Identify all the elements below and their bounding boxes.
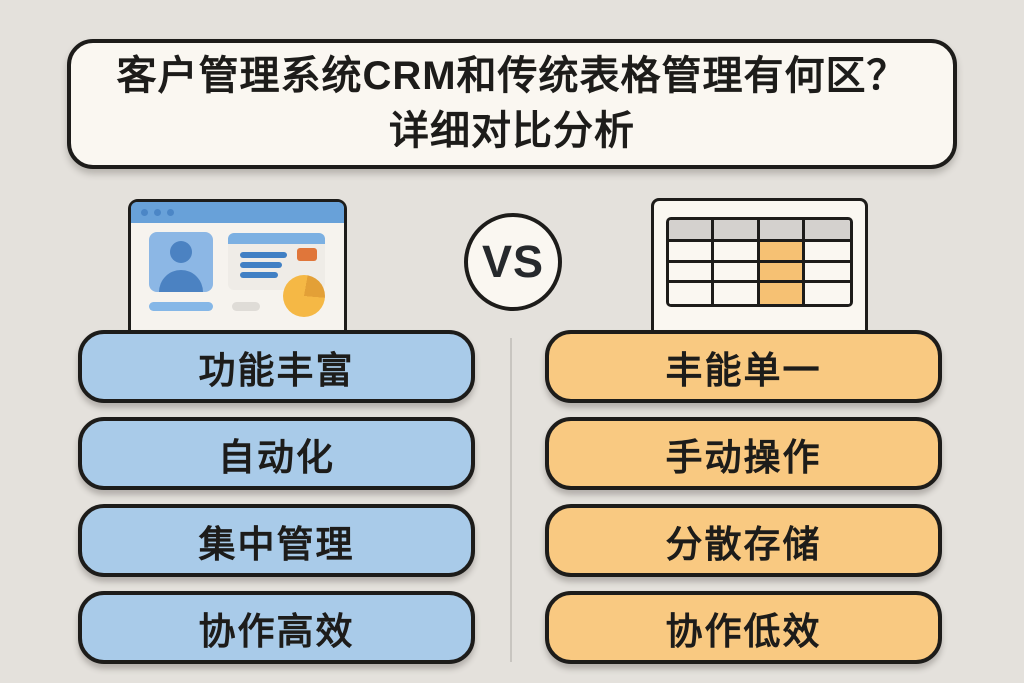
avatar-head-shape	[170, 241, 192, 263]
sheet-cell	[804, 262, 850, 284]
spreadsheet-drawback-pill: 协作低效	[545, 591, 942, 664]
window-dot-icon	[154, 209, 161, 216]
sheet-grid	[666, 217, 853, 307]
crm-benefits-column: 功能丰富 自动化 集中管理 协作高效	[78, 330, 475, 664]
spreadsheet-illustration	[651, 198, 868, 333]
contact-card-header	[228, 233, 325, 244]
column-divider	[510, 338, 512, 662]
vs-label: VS	[481, 236, 545, 287]
sheet-cell	[714, 220, 760, 242]
user-avatar-icon	[149, 232, 213, 292]
text-bar-blue-icon	[149, 302, 213, 311]
spreadsheet-drawback-pill: 手动操作	[545, 417, 942, 490]
spreadsheet-drawback-pill: 丰能单一	[545, 330, 942, 403]
crm-window-body	[131, 223, 344, 330]
sheet-cell	[804, 242, 850, 263]
action-button-icon	[297, 248, 317, 261]
vs-badge: VS	[464, 213, 562, 311]
pie-chart-icon	[283, 275, 325, 317]
list-line-icon	[240, 252, 287, 258]
sheet-cell	[714, 242, 760, 263]
window-dot-icon	[141, 209, 148, 216]
sheet-cell	[669, 283, 715, 304]
sheet-cell	[714, 283, 760, 304]
spreadsheet-drawbacks-column: 丰能单一 手动操作 分散存储 协作低效	[545, 330, 942, 664]
title-line-2: 详细对比分析	[389, 109, 635, 153]
sheet-cell	[759, 220, 805, 242]
title-box: 客户管理系统CRM和传统表格管理有何区？ 详细对比分析	[67, 39, 957, 169]
crm-benefit-pill: 集中管理	[78, 504, 475, 577]
crm-window-illustration	[128, 199, 347, 333]
sheet-cell	[759, 242, 805, 263]
sheet-cell	[714, 262, 760, 284]
text-bar-gray-icon	[232, 302, 260, 311]
sheet-cell	[804, 220, 850, 242]
sheet-cell	[669, 242, 715, 263]
window-dot-icon	[167, 209, 174, 216]
avatar-shoulders-shape	[159, 270, 203, 292]
sheet-cell	[669, 262, 715, 284]
title-line-1: 客户管理系统CRM和传统表格管理有何区？	[116, 53, 908, 98]
list-line-icon	[240, 262, 282, 268]
crm-benefit-pill: 自动化	[78, 417, 475, 490]
sheet-cell	[759, 262, 805, 284]
spreadsheet-drawback-pill: 分散存储	[545, 504, 942, 577]
crm-benefit-pill: 协作高效	[78, 591, 475, 664]
crm-window-titlebar	[131, 202, 344, 223]
sheet-cell	[669, 220, 715, 242]
crm-benefit-pill: 功能丰富	[78, 330, 475, 403]
list-line-icon	[240, 272, 278, 278]
sheet-cell	[804, 283, 850, 304]
sheet-cell	[759, 283, 805, 304]
contact-card-icon	[228, 233, 325, 290]
